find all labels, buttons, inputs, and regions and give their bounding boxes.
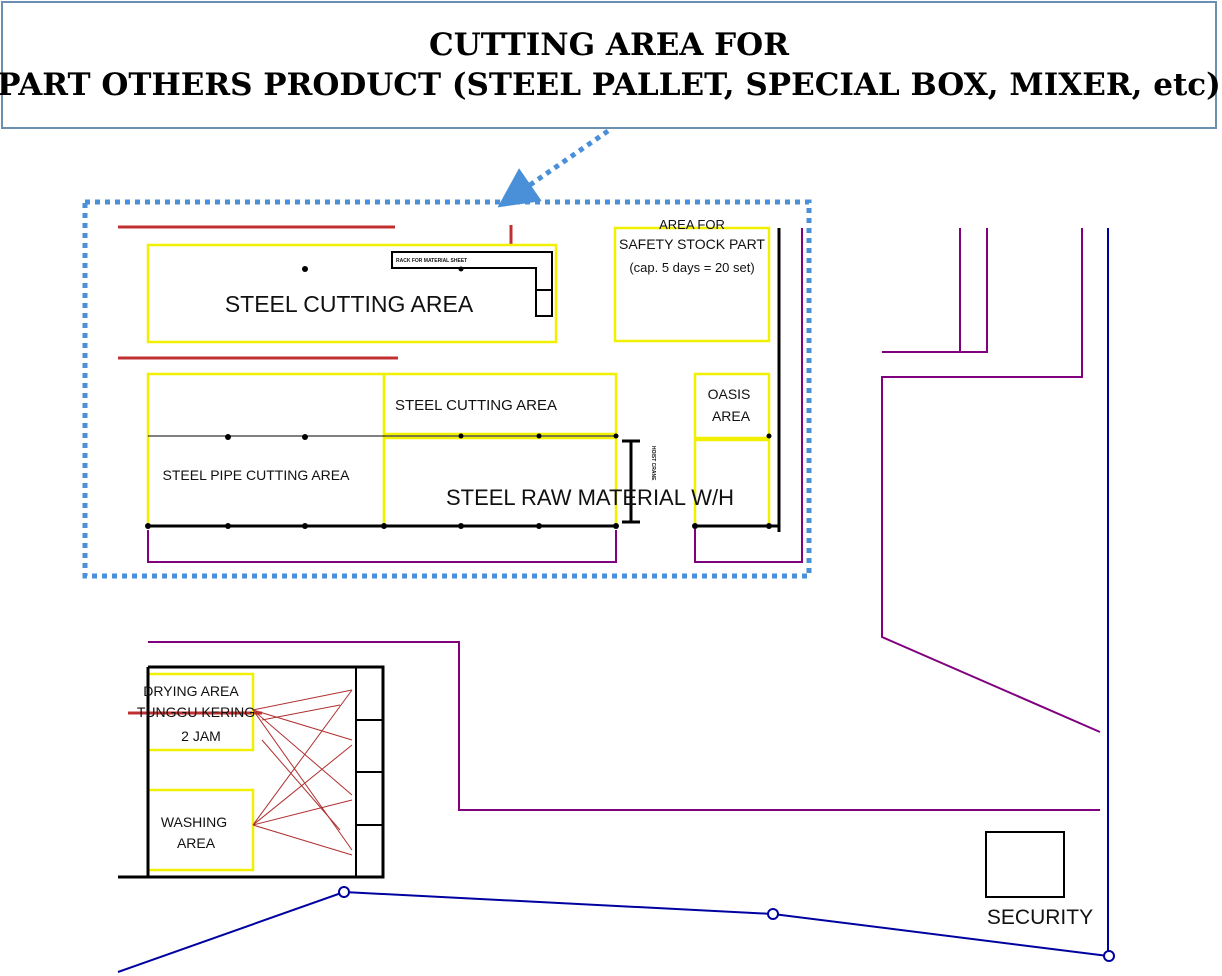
callout-line-1: CUTTING AREA FOR	[429, 26, 789, 63]
rack-label: RACK FOR MATERIAL SHEET	[396, 258, 467, 264]
highlight-frame	[82, 128, 812, 579]
yellow-zones	[146, 226, 771, 872]
hoist-crane	[622, 439, 640, 524]
safety-stock-label-1: AREA FOR	[659, 217, 725, 232]
washing-label-2: AREA	[177, 835, 216, 851]
column-dots	[145, 266, 772, 529]
upper-right-wall	[882, 228, 988, 353]
lower-wall	[148, 641, 1100, 811]
drying-label-1: DRYING AREA	[143, 683, 239, 699]
hoist-crane-label: HOIST CRANE	[650, 446, 656, 481]
cutting-bottom-wall	[147, 530, 617, 563]
drying-label-3: 2 JAM	[181, 728, 221, 744]
oasis-label-1: OASIS	[708, 386, 751, 402]
flow-arrows	[252, 689, 353, 856]
rack-material-sheet	[391, 251, 553, 317]
zone-safety-stock	[613, 226, 771, 343]
safety-stock-label-3: (cap. 5 days = 20 set)	[629, 260, 754, 275]
zone-steel-cutting-top	[146, 243, 558, 344]
zone-raw-material	[382, 436, 618, 528]
highlight-box	[82, 199, 812, 579]
steel-cutting-mid-label: STEEL CUTTING AREA	[395, 397, 557, 414]
oasis-label-2: AREA	[712, 408, 751, 424]
security-label: SECURITY	[987, 906, 1093, 929]
zone-steel-cutting-mid	[382, 372, 618, 436]
washing-label-1: WASHING	[161, 814, 227, 830]
callout-box: CUTTING AREA FOR PART OTHERS PRODUCT (ST…	[0, 1, 1221, 129]
highlight-arrow	[497, 128, 610, 208]
steel-pipe-label: STEEL PIPE CUTTING AREA	[163, 467, 351, 483]
zone-oasis-lower	[693, 438, 771, 528]
blue-fence	[117, 228, 1115, 973]
zone-steel-pipe	[146, 372, 386, 528]
steel-cutting-top-label: STEEL CUTTING AREA	[225, 291, 474, 317]
area-labels: AREA FOR SAFETY STOCK PART (cap. 5 days …	[137, 217, 1093, 929]
drying-label-2: TUNGGU KERING	[137, 704, 255, 720]
safety-stock-label-2: SAFETY STOCK PART	[619, 236, 765, 252]
zone-oasis	[693, 372, 771, 440]
security-post	[985, 831, 1065, 898]
red-lines	[118, 225, 513, 715]
callout-line-2: PART OTHERS PRODUCT (STEEL PALLET, SPECI…	[0, 67, 1221, 103]
raw-material-label: STEEL RAW MATERIAL W/H	[446, 485, 734, 510]
right-wall	[881, 228, 1101, 733]
zone-washing	[146, 788, 255, 872]
